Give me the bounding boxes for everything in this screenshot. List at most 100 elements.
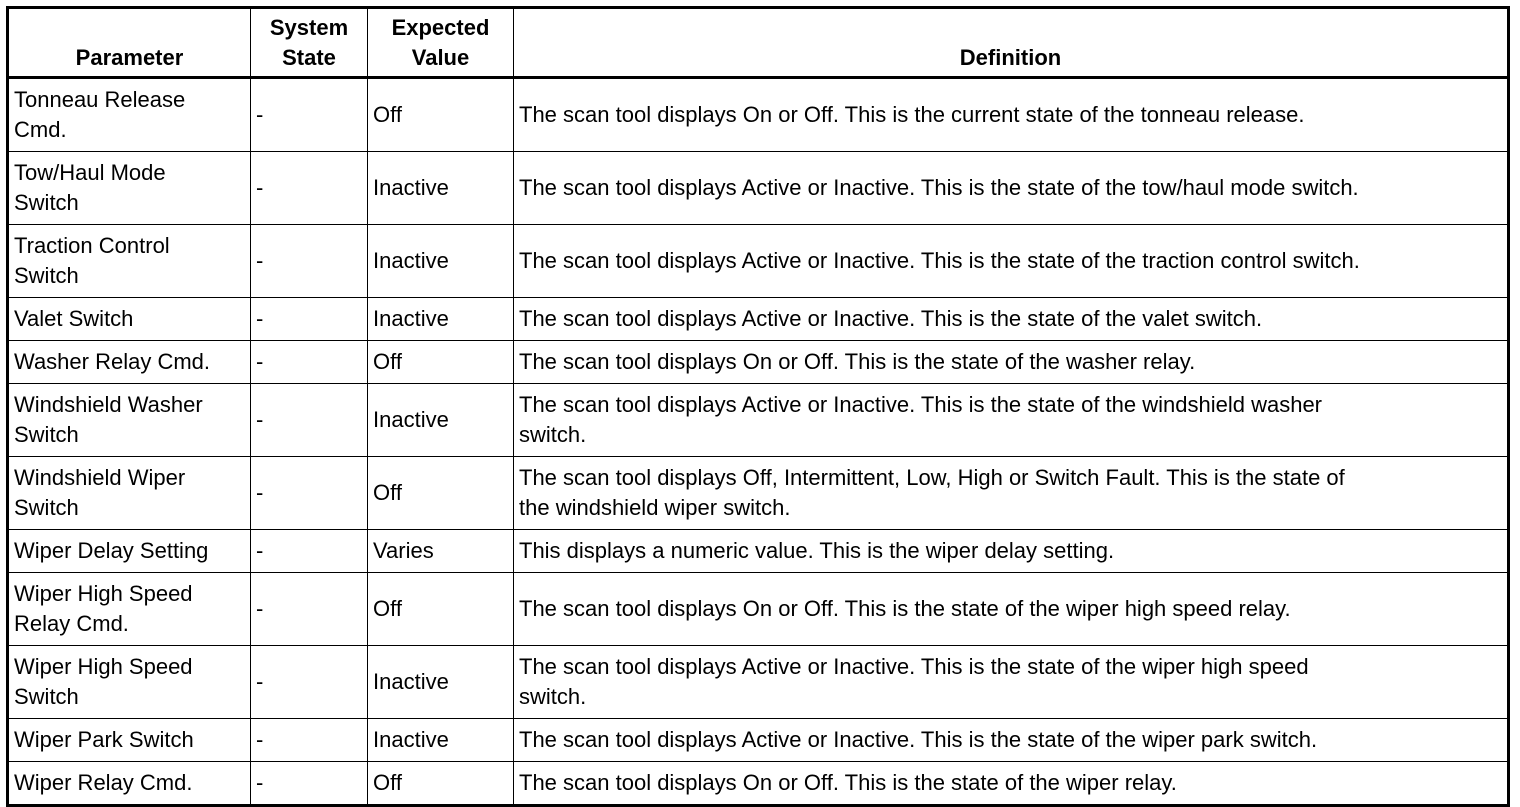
cell-definition: The scan tool displays Active or Inactiv… — [513, 224, 1509, 298]
cell-expected-value: Inactive — [367, 151, 514, 225]
definition-text-line2: switch. — [519, 422, 587, 447]
parameter-text-line1: Valet Switch — [14, 306, 134, 331]
cell-expected-value: Inactive — [367, 645, 514, 719]
cell-definition: The scan tool displays Active or Inactiv… — [513, 297, 1509, 341]
cell-system-state: - — [250, 224, 368, 298]
definition-text-line1: The scan tool displays Active or Inactiv… — [519, 654, 1309, 679]
parameter-text-line1: Windshield Washer — [14, 392, 203, 417]
cell-expected-value: Varies — [367, 529, 514, 573]
cell-system-state: - — [250, 645, 368, 719]
cell-definition: The scan tool displays Active or Inactiv… — [513, 718, 1509, 762]
cell-parameter: Wiper Relay Cmd. — [7, 761, 251, 806]
parameter-text-line1: Wiper Park Switch — [14, 727, 194, 752]
cell-parameter: Washer Relay Cmd. — [7, 340, 251, 384]
cell-parameter: Wiper Delay Setting — [7, 529, 251, 573]
cell-system-state: - — [250, 151, 368, 225]
parameter-text-line2: Switch — [14, 263, 79, 288]
parameter-text-line1: Traction Control — [14, 233, 170, 258]
definition-text-line1: The scan tool displays Active or Inactiv… — [519, 175, 1359, 200]
cell-definition: The scan tool displays Active or Inactiv… — [513, 151, 1509, 225]
cell-system-state: - — [250, 529, 368, 573]
header-definition: Definition — [513, 7, 1509, 79]
cell-expected-value: Inactive — [367, 297, 514, 341]
parameter-text-line1: Tow/Haul Mode — [14, 160, 166, 185]
definition-text-line1: The scan tool displays On or Off. This i… — [519, 102, 1305, 127]
cell-expected-value: Off — [367, 761, 514, 806]
cell-expected-value: Inactive — [367, 383, 514, 457]
cell-parameter: Valet Switch — [7, 297, 251, 341]
definition-text-line2: switch. — [519, 684, 587, 709]
cell-definition: The scan tool displays Off, Intermittent… — [513, 456, 1509, 530]
cell-system-state: - — [250, 383, 368, 457]
cell-parameter: Wiper Park Switch — [7, 718, 251, 762]
parameter-text-line2: Relay Cmd. — [14, 611, 129, 636]
parameter-text-line1: Tonneau Release — [14, 87, 186, 112]
parameter-text-line1: Wiper Relay Cmd. — [14, 770, 193, 795]
parameter-text-line1: Wiper High Speed — [14, 654, 193, 679]
definition-text-line1: The scan tool displays Off, Intermittent… — [519, 465, 1345, 490]
header-parameter: Parameter — [7, 7, 251, 79]
cell-definition: The scan tool displays On or Off. This i… — [513, 340, 1509, 384]
cell-definition: The scan tool displays On or Off. This i… — [513, 572, 1509, 646]
parameter-text-line2: Switch — [14, 422, 79, 447]
definition-text-line1: The scan tool displays Active or Inactiv… — [519, 306, 1263, 331]
cell-expected-value: Inactive — [367, 224, 514, 298]
parameter-text-line1: Windshield Wiper — [14, 465, 186, 490]
cell-definition: The scan tool displays Active or Inactiv… — [513, 383, 1509, 457]
definition-text-line1: The scan tool displays Active or Inactiv… — [519, 248, 1360, 273]
definition-text-line1: The scan tool displays On or Off. This i… — [519, 349, 1196, 374]
cell-definition: The scan tool displays On or Off. This i… — [513, 761, 1509, 806]
definition-text-line1: The scan tool displays Active or Inactiv… — [519, 392, 1322, 417]
cell-definition: The scan tool displays Active or Inactiv… — [513, 645, 1509, 719]
definition-text-line1: This displays a numeric value. This is t… — [519, 538, 1115, 563]
cell-system-state: - — [250, 718, 368, 762]
definition-text-line1: The scan tool displays Active or Inactiv… — [519, 727, 1318, 752]
parameter-text-line2: Switch — [14, 495, 79, 520]
parameter-text-line1: Wiper High Speed — [14, 581, 193, 606]
cell-system-state: - — [250, 572, 368, 646]
parameter-text-line2: Switch — [14, 684, 79, 709]
cell-system-state: - — [250, 297, 368, 341]
cell-system-state: - — [250, 77, 368, 152]
parameter-text-line1: Wiper Delay Setting — [14, 538, 209, 563]
parameter-text-line1: Washer Relay Cmd. — [14, 349, 211, 374]
cell-system-state: - — [250, 456, 368, 530]
parameter-text-line2: Switch — [14, 190, 79, 215]
definition-text-line1: The scan tool displays On or Off. This i… — [519, 770, 1177, 795]
cell-definition: This displays a numeric value. This is t… — [513, 529, 1509, 573]
parameter-text-line2: Cmd. — [14, 117, 67, 142]
cell-expected-value: Off — [367, 340, 514, 384]
cell-system-state: - — [250, 761, 368, 806]
cell-expected-value: Off — [367, 572, 514, 646]
cell-expected-value: Off — [367, 456, 514, 530]
cell-system-state: - — [250, 340, 368, 384]
definition-text-line2: the windshield wiper switch. — [519, 495, 791, 520]
cell-expected-value: Off — [367, 77, 514, 152]
definition-text-line1: The scan tool displays On or Off. This i… — [519, 596, 1291, 621]
